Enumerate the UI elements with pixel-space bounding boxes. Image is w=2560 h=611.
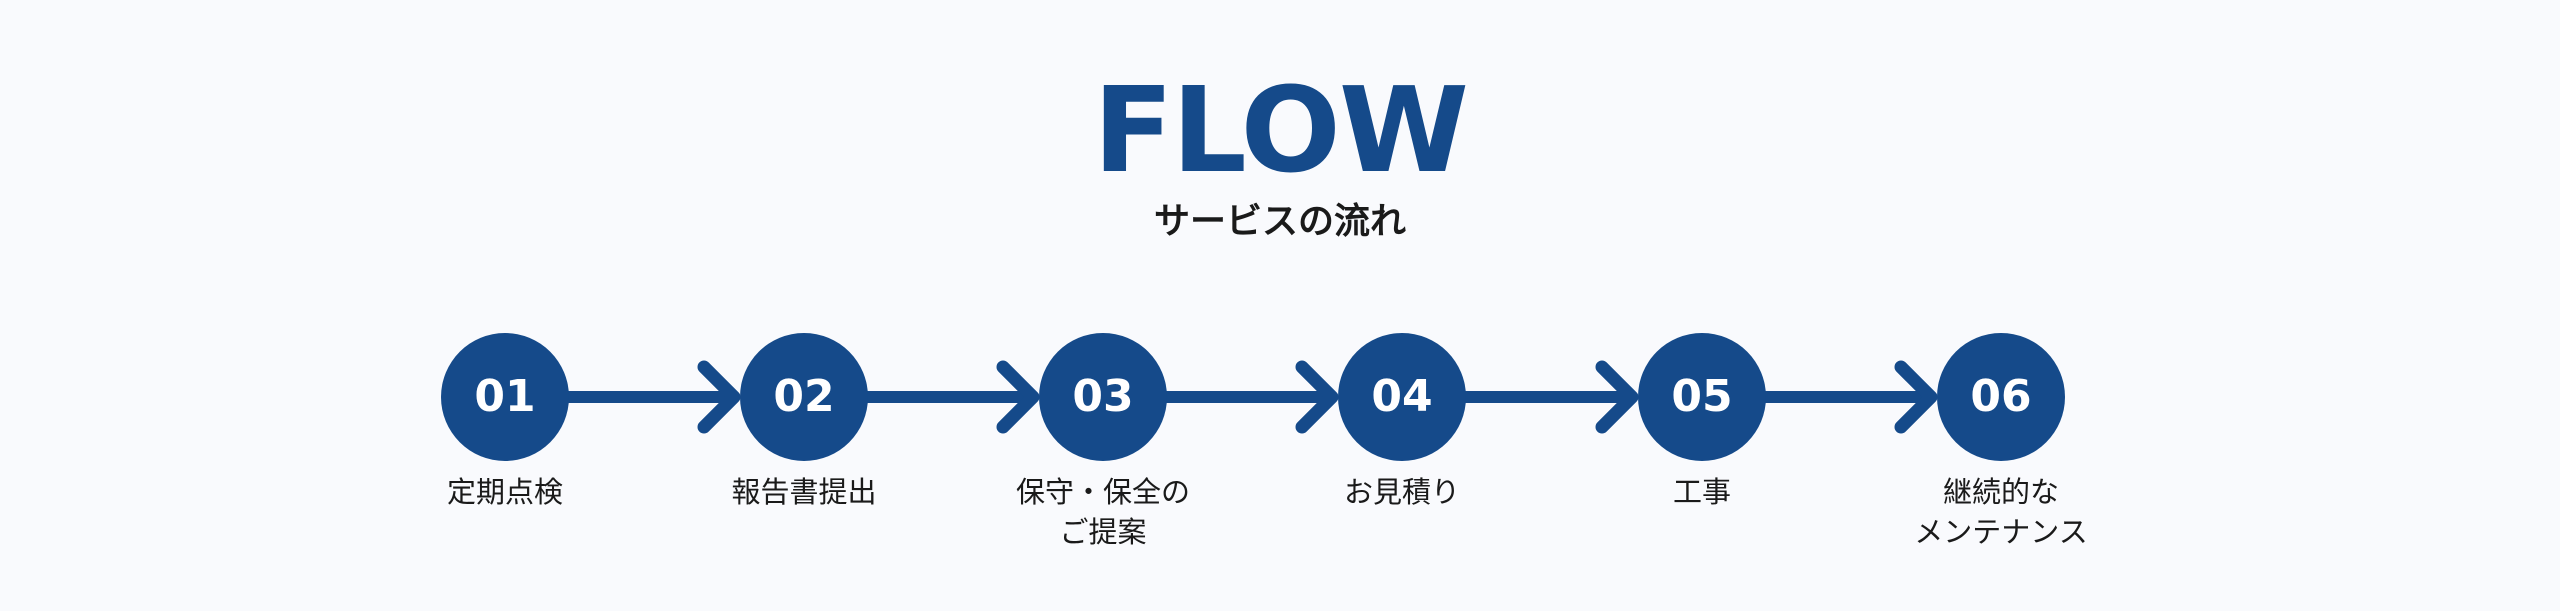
- step-3-circle: [1039, 333, 1167, 461]
- step-5-label: 工事: [1672, 475, 1731, 509]
- page-subtitle: サービスの流れ: [1153, 201, 1406, 242]
- step-6-circle: [1937, 333, 2065, 461]
- step-4-number: 04: [1371, 371, 1433, 422]
- chevron-right-icon: [996, 360, 1040, 434]
- step-5-number: 05: [1671, 371, 1733, 422]
- chevron-right-icon: [1894, 360, 1938, 434]
- chevron-right-icon: [1595, 360, 1639, 434]
- step-6-number: 06: [1970, 371, 2032, 422]
- step-1-number: 01: [474, 371, 536, 422]
- step-2-label: 報告書提出: [731, 475, 877, 509]
- step-4-circle: [1338, 333, 1466, 461]
- step-3-number: 03: [1072, 371, 1134, 422]
- page-title: FLOW: [1092, 61, 1469, 199]
- step-1-circle: [441, 333, 569, 461]
- step-2-number: 02: [773, 371, 835, 422]
- step-3-label: 保守・保全の ご提案: [1015, 475, 1190, 549]
- chevron-right-icon: [1295, 360, 1339, 434]
- step-4-label: お見積り: [1343, 475, 1460, 509]
- chevron-right-icon: [697, 360, 741, 434]
- step-5-circle: [1638, 333, 1766, 461]
- step-2-circle: [740, 333, 868, 461]
- step-6-label: 継続的な メンテナンス: [1914, 475, 2088, 549]
- step-1-label: 定期点検: [446, 475, 563, 509]
